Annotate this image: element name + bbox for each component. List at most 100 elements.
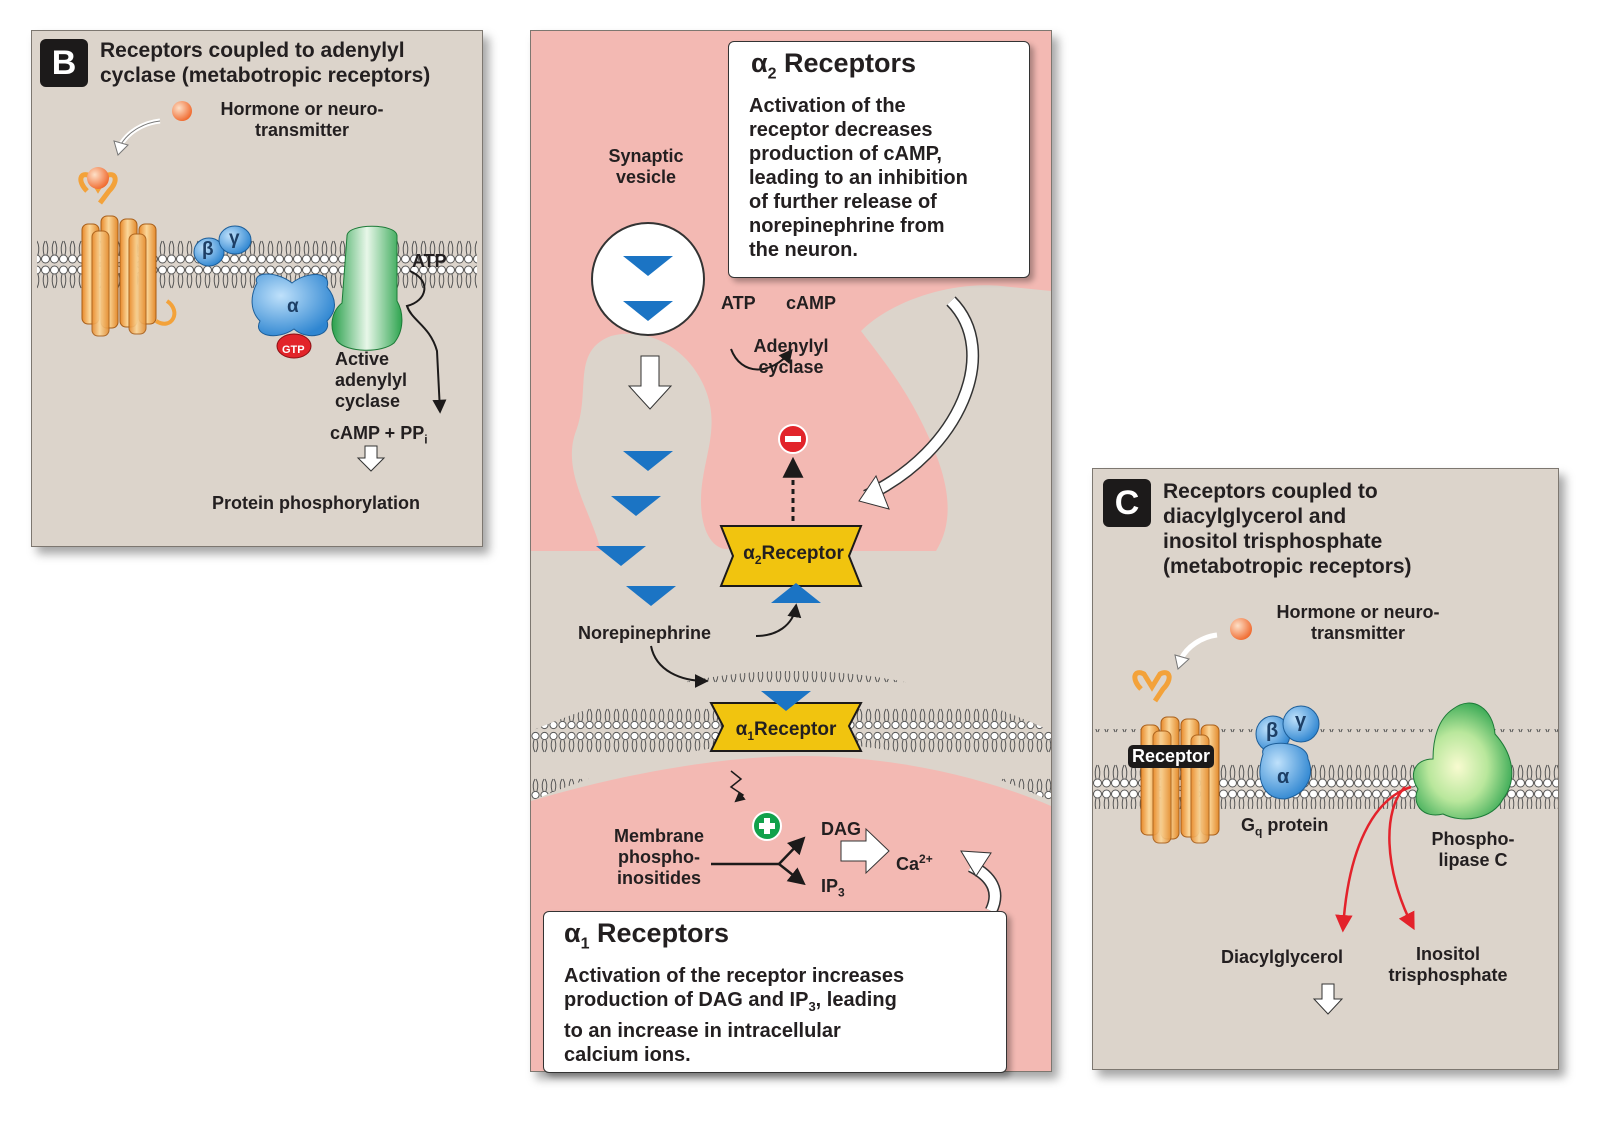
alpha1-title-rest: Receptors <box>589 918 730 948</box>
alpha-label-c: α <box>1277 766 1290 788</box>
beta-subunit <box>193 237 225 267</box>
alpha1-receptor-rest: Receptor <box>754 719 837 740</box>
panel-a: α2 Receptors Activation of the receptor … <box>530 30 1052 1073</box>
alpha1-receptor-label: α1Receptor <box>716 719 856 747</box>
panel-b-title-line1: Receptors coupled to adenylyl <box>100 39 405 62</box>
alpha2-body-line: production of cAMP, <box>749 143 942 165</box>
gpcr-receptor <box>78 167 177 337</box>
active-line2: adenylyl <box>335 370 408 390</box>
alpha2-callout-title: α2 Receptors <box>751 48 916 83</box>
alpha2-body-line: leading to an inhibition <box>749 167 968 189</box>
adenylyl-cyclase <box>331 225 403 351</box>
hormone-label: Hormone or neuro- transmitter <box>202 99 402 141</box>
alpha1-body-line2-sub: 3 <box>808 999 816 1014</box>
adenylyl-line2: cyclase <box>758 357 824 377</box>
panel-c: C Receptors coupled to diacylglycerol an… <box>1092 468 1559 1070</box>
to-dag-arrow <box>778 836 806 865</box>
alpha1-body-line2-a: production of DAG and IP <box>564 989 809 1011</box>
down-arrow-c-icon <box>1312 983 1344 1015</box>
to-calcium-arrow-icon <box>840 827 890 875</box>
alpha1-receptor-symbol: α <box>735 719 748 740</box>
alpha2-callout: α2 Receptors Activation of the receptor … <box>728 41 1030 278</box>
alpha1-callout: α1 Receptors Activation of the receptor … <box>543 911 1007 1073</box>
panel-b-title: Receptors coupled to adenylyl cyclase (m… <box>100 38 430 88</box>
gamma-label: γ <box>229 228 240 249</box>
receptor-tag: Receptor <box>1128 745 1215 768</box>
alpha2-body-line: the neuron. <box>749 239 858 261</box>
alpha1-receptor-sub: 1 <box>747 728 754 743</box>
ip3-text: IP <box>821 876 839 896</box>
alpha2-title-rest: Receptors <box>776 48 917 78</box>
panel-letter-b: B <box>40 39 88 87</box>
panel-c-title-line: (metabotropic receptors) <box>1163 555 1412 578</box>
alpha1-body-line: calcium ions. <box>564 1044 691 1066</box>
ne-to-alpha2-arrow <box>755 603 802 637</box>
atp-to-camp-arrow <box>405 270 447 414</box>
ne-molecule <box>623 301 673 321</box>
ca-text: Ca <box>896 854 920 874</box>
ne-molecule <box>596 546 646 566</box>
alpha2-body-line: Activation of the <box>749 95 906 117</box>
protein-phosphorylation-label: Protein phosphorylation <box>212 493 421 513</box>
inositol-trisphosphate-label: Inositol trisphosphate <box>1378 944 1518 986</box>
atp-label-a: ATP <box>721 293 756 313</box>
hormone-molecule-c <box>1230 618 1252 640</box>
alpha1-body-line: to an increase in intracellular <box>564 1020 841 1042</box>
panel-c-title: Receptors coupled to diacylglycerol and … <box>1163 479 1412 579</box>
gq-rest: protein <box>1262 815 1329 835</box>
alpha1-title-sub: 1 <box>580 935 590 953</box>
alpha-subunit-c <box>1259 742 1312 800</box>
gtp-label: GTP <box>282 344 305 356</box>
alpha1-receptor <box>709 702 863 752</box>
beta-label-c: β <box>1266 720 1279 742</box>
gq-text: G <box>1241 815 1256 835</box>
ne-bound-alpha1 <box>761 691 811 711</box>
alpha2-receptor-label: α2Receptor <box>726 543 861 571</box>
synaptic-line1: Synaptic <box>608 146 684 166</box>
hormone-arrow-c <box>1178 632 1218 661</box>
alpha-subunit <box>251 273 335 337</box>
norepinephrine-label: Norepinephrine <box>578 623 712 643</box>
panel-letter-c: C <box>1103 479 1151 527</box>
ne-to-alpha1-arrow <box>650 645 709 688</box>
alpha1-body-line: Activation of the receptor increases <box>564 965 905 987</box>
panel-c-title-line: inositol trisphosphate <box>1163 530 1383 553</box>
gtp-molecule <box>276 333 312 359</box>
phospholipase-label: Phospho- lipase C <box>1423 829 1523 871</box>
ne-bound-alpha2 <box>771 583 821 603</box>
alpha2-callout-body: Activation of the receptor decreases pro… <box>749 94 968 262</box>
signal-squiggle <box>729 770 746 803</box>
camp-pp-text: cAMP + PP <box>330 423 425 443</box>
ip3-label: IP3 <box>821 876 845 904</box>
hormone-arrow <box>117 118 161 148</box>
ne-molecule <box>623 256 673 276</box>
alpha2-receptor-sub: 2 <box>754 552 762 567</box>
atp-camp-arrow <box>730 348 793 371</box>
calcium-label: Ca2+ <box>896 849 933 875</box>
phospholipase-c <box>1413 702 1513 820</box>
alpha1-title-symbol: α <box>564 918 581 948</box>
hormone-label-c: Hormone or neuro- transmitter <box>1258 602 1458 644</box>
hormone-molecule <box>172 101 192 121</box>
to-ip3-arrow <box>778 863 806 886</box>
ca-sup: 2+ <box>919 852 933 866</box>
hormone-label-line2: transmitter <box>254 120 350 140</box>
to-inositol-arrow <box>1388 786 1415 931</box>
alpha-label: α <box>287 296 299 317</box>
membrane-line1: Membrane <box>613 826 705 846</box>
gamma-subunit-c <box>1282 705 1320 743</box>
alpha1-callout-body: Activation of the receptor increases pro… <box>564 964 904 1067</box>
down-arrow-icon <box>356 445 386 472</box>
alpha2-body-line: norepinephrine from <box>749 215 945 237</box>
alpha2-receptor <box>719 525 863 587</box>
adenylyl-line1: Adenylyl <box>753 336 829 356</box>
membrane-phosphoinositides-label: Membrane phospho- inositides <box>599 826 719 889</box>
ne-molecule <box>626 586 676 606</box>
beta-label: β <box>202 239 214 260</box>
hormone-c-line2: transmitter <box>1310 623 1406 643</box>
diacylglycerol-label: Diacylglycerol <box>1221 947 1344 967</box>
alpha1-body-line2-b: , leading <box>815 989 897 1011</box>
membrane-line3: inositides <box>616 868 701 888</box>
adenylyl-cyclase-label: Adenylyl cyclase <box>731 336 851 378</box>
alpha2-body-line: of further release of <box>749 191 937 213</box>
